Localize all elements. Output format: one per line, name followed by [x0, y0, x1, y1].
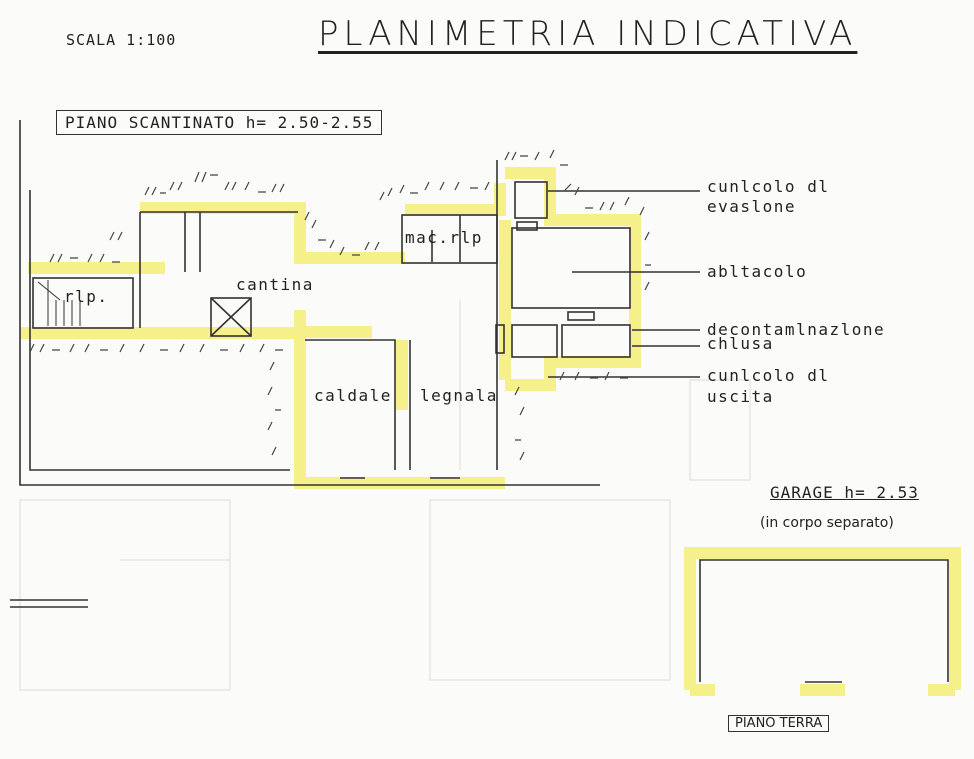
ghost-lines — [19, 300, 751, 691]
ground-floor-label: PIANO TERRA — [728, 715, 830, 732]
page-title: PLANIMETRIA INDICATIVA — [318, 14, 858, 54]
callout-cunicolo-evasione-line1: cunlcolo dl — [707, 177, 830, 196]
callout-cunicolo-uscita-line1: cunlcolo dl — [707, 366, 830, 385]
room-label-caldaie: caldale — [314, 386, 392, 405]
earth-hatching — [29, 149, 651, 461]
scale-label: SCALA 1:100 — [66, 31, 177, 49]
ink-walls — [10, 120, 949, 683]
callout-cunicolo-uscita-line2: uscita — [707, 387, 774, 406]
room-label-mac-rip: mac.rlp — [405, 228, 483, 247]
highlighted-walls — [20, 167, 961, 696]
room-label-legnaia: legnala — [420, 386, 498, 405]
callout-cunicolo-evasione-line2: evaslone — [707, 197, 797, 216]
callout-abitacolo: abltacolo — [707, 262, 808, 281]
callout-decontaminazione: decontamlnazlone — [707, 320, 886, 339]
callout-chiusa: chlusa — [707, 334, 774, 353]
basement-title: PIANO SCANTINATO h= 2.50-2.55 — [56, 110, 383, 135]
room-label-cantina: cantina — [236, 275, 314, 294]
garage-title: GARAGE h= 2.53 — [770, 483, 919, 502]
stair-treads — [37, 280, 81, 326]
garage-note: (in corpo separato) — [760, 515, 894, 531]
room-label-rip-stairs: rlp. — [64, 287, 109, 306]
